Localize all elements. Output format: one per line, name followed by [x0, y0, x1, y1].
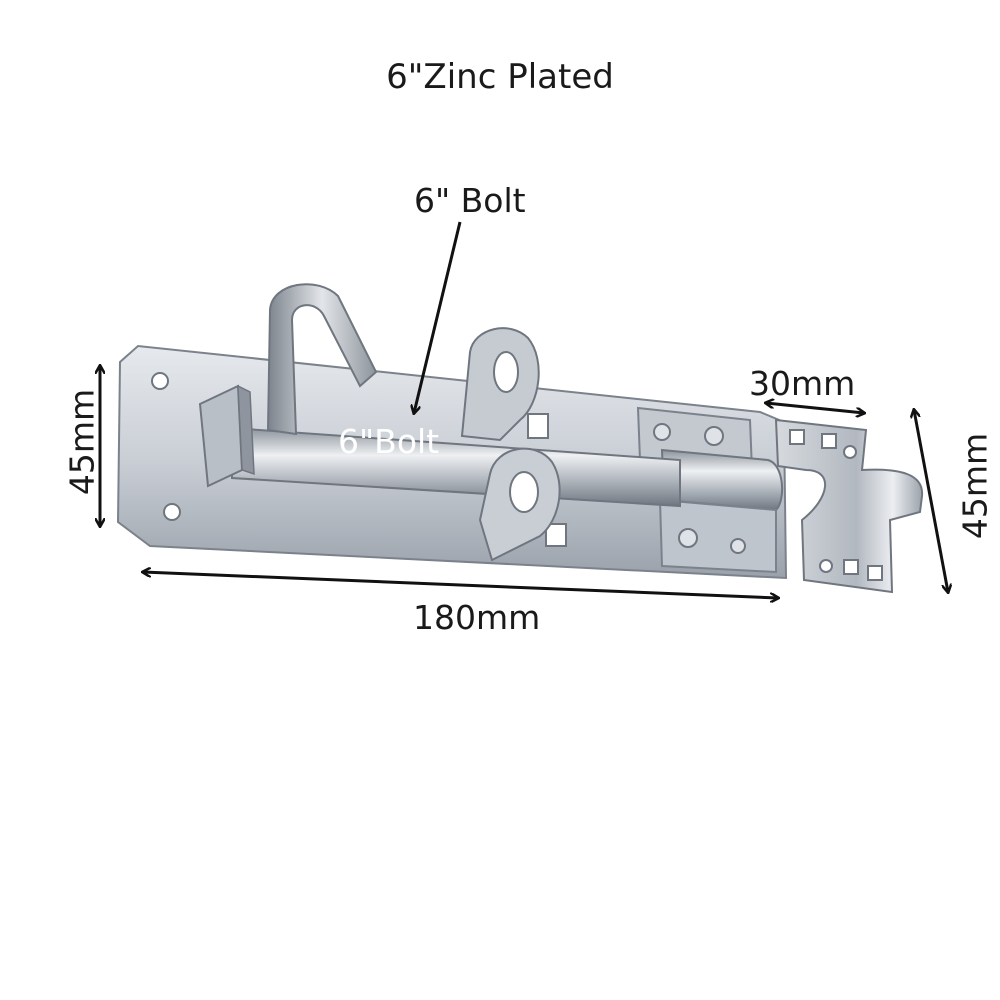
- rivet: [730, 538, 746, 554]
- slot-hole: [843, 559, 859, 575]
- rivet: [704, 426, 724, 446]
- slot-hole: [545, 523, 567, 547]
- keeper-height-arrow: [914, 410, 948, 592]
- page-title: 6"Zinc Plated: [386, 57, 614, 97]
- screw-hole: [843, 445, 857, 459]
- keeper-height-label: 45mm: [955, 432, 995, 540]
- bolt-overlay-label: 6"Bolt: [338, 422, 440, 461]
- slot-hole: [867, 565, 883, 581]
- dimension-arrows: [100, 221, 948, 598]
- bolt-guide-bracket: [636, 406, 784, 574]
- length-arrow: [143, 572, 778, 598]
- rivet: [653, 423, 671, 441]
- slot-hole: [789, 429, 805, 445]
- bolt-rod: [198, 384, 681, 508]
- padlock-staple-top: [460, 327, 540, 442]
- length-dimension-label: 180mm: [413, 598, 541, 637]
- bolt-handle-hook: [266, 283, 378, 436]
- keeper-width-label: 30mm: [749, 364, 856, 403]
- screw-hole: [151, 372, 169, 390]
- screw-hole: [163, 503, 181, 521]
- screw-hole: [819, 559, 833, 573]
- bolt-callout: 6" Bolt: [414, 181, 526, 220]
- rivet: [678, 528, 698, 548]
- padlock-staple-bottom: [478, 447, 561, 562]
- bolt-keeper: [774, 418, 924, 594]
- keeper-width-arrow: [766, 403, 864, 413]
- height-left-label: 45mm: [62, 388, 102, 496]
- slot-hole: [527, 413, 549, 439]
- bolt-pointer-arrow: [414, 221, 462, 413]
- slot-hole: [821, 433, 837, 449]
